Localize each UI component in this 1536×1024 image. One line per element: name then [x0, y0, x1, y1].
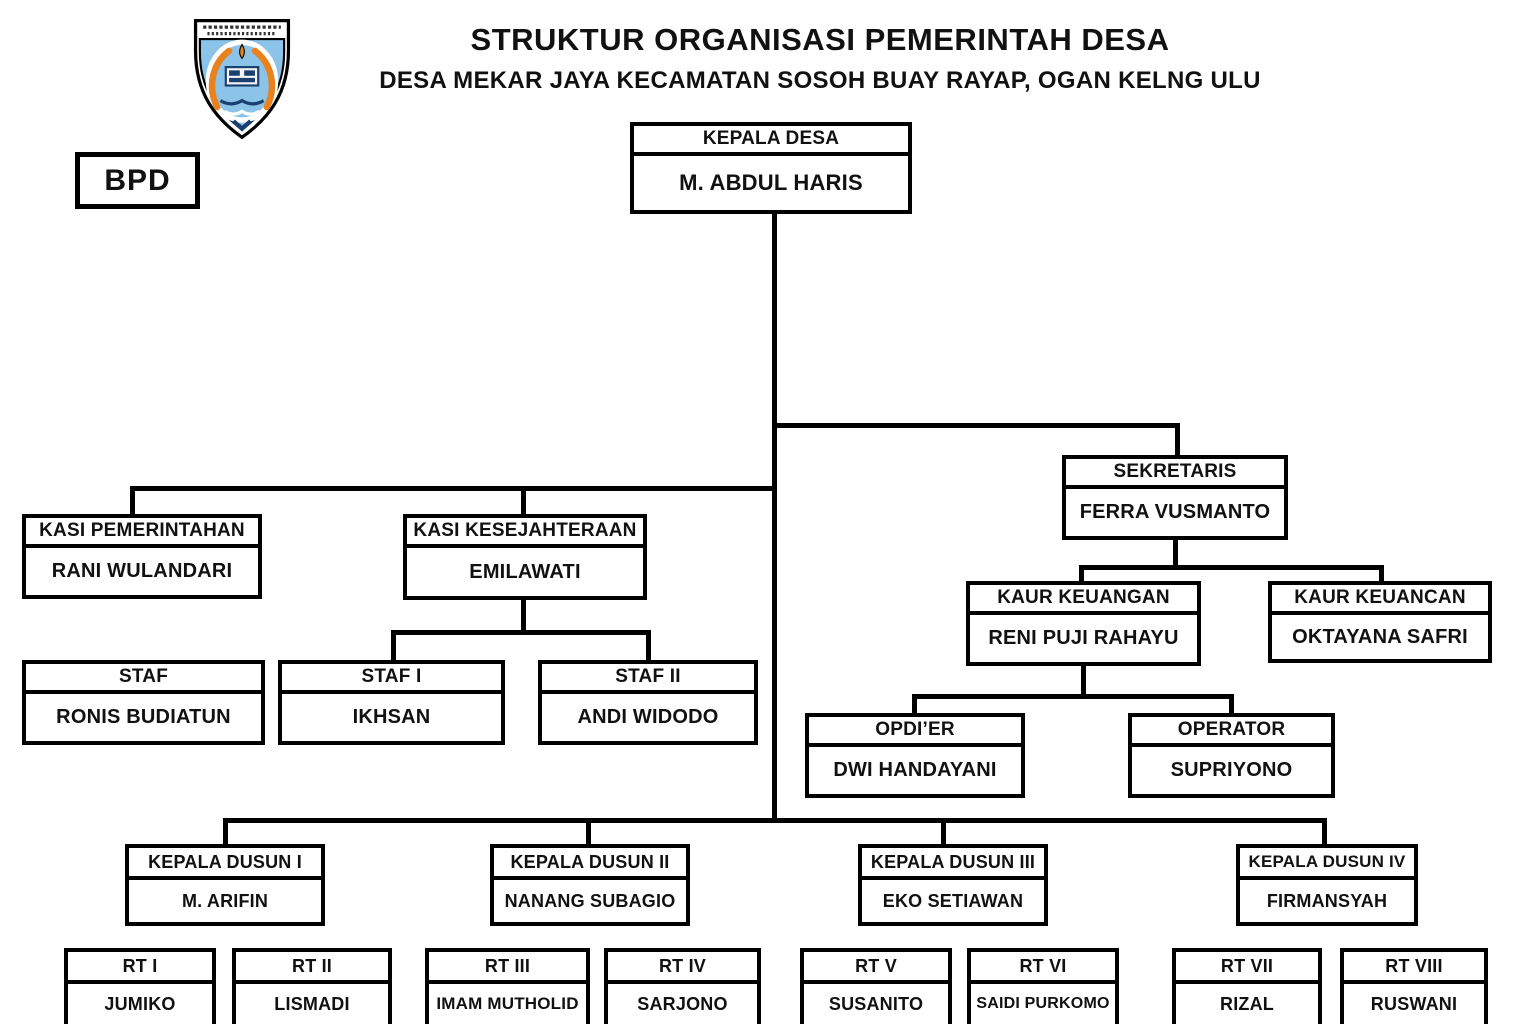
staf-2-title: STAF II [542, 664, 754, 694]
org-box-rt-3: RT III IMAM MUTHOLID [425, 948, 590, 1024]
kepala-desa-name: M. ABDUL HARIS [679, 170, 863, 195]
kepala-dusun-4-name: FIRMANSYAH [1266, 890, 1388, 911]
rt-1-name: JUMIKO [104, 993, 176, 1014]
connector-staf1-v [391, 630, 396, 662]
org-box-kaur-keuancan: KAUR KEUANCAN OKTAYANA SAFRI [1268, 581, 1492, 663]
rt-7-title: RT VII [1176, 952, 1318, 984]
connector-sekretaris-v [1175, 423, 1180, 457]
org-box-rt-1: RT I JUMIKO [64, 948, 216, 1024]
connector-reni-down [1081, 663, 1086, 699]
org-box-kepala-dusun-3: KEPALA DUSUN III EKO SETIAWAN [858, 844, 1048, 926]
connector-kasi-h [130, 486, 777, 491]
staf-1-name: IKHSAN [352, 706, 431, 728]
kaur-keuangan-name: RENI PUJI RAHAYU [988, 627, 1179, 649]
org-box-rt-7: RT VII RIZAL [1172, 948, 1322, 1024]
operator-title: OPERATOR [1132, 717, 1331, 747]
rt-1-title: RT I [68, 952, 212, 984]
org-box-rt-5: RT V SUSANITO [800, 948, 952, 1024]
connector-emilawati-v [521, 598, 526, 634]
org-box-rt-8: RT VIII RUSWANI [1340, 948, 1488, 1024]
kasi-pemerintahan-title: KASI PEMERINTAHAN [26, 518, 258, 548]
staf-2-name: ANDI WIDODO [577, 706, 719, 728]
connector-kaur-h [1079, 565, 1384, 570]
rt-2-title: RT II [236, 952, 388, 984]
kepala-dusun-1-title: KEPALA DUSUN I [129, 848, 321, 880]
rt-3-name: IMAM MUTHOLID [436, 994, 579, 1013]
org-box-kasi-kesejahteraan: KASI KESEJAHTERAAN EMILAWATI [403, 514, 647, 600]
rt-7-name: RIZAL [1220, 993, 1274, 1014]
connector-kasi-pemerintahan-v [130, 486, 135, 516]
page-subtitle: DESA MEKAR JAYA KECAMATAN SOSOH BUAY RAY… [379, 67, 1261, 94]
org-box-kepala-dusun-2: KEPALA DUSUN II NANANG SUBAGIO [490, 844, 690, 926]
opdier-name: DWI HANDAYANI [833, 759, 997, 781]
sekretaris-title: SEKRETARIS [1066, 459, 1284, 489]
connector-kasi-kesejahteraan-v [521, 486, 526, 516]
org-box-rt-2: RT II LISMADI [232, 948, 392, 1024]
org-box-staf-1: STAF I IKHSAN [278, 660, 505, 745]
connector-staf-h [391, 630, 651, 635]
regency-crest-icon [193, 19, 291, 140]
org-box-kaur-keuangan: KAUR KEUANGAN RENI PUJI RAHAYU [966, 581, 1201, 666]
connector-dusun1-v [223, 818, 228, 846]
kaur-keuancan-title: KAUR KEUANCAN [1272, 585, 1488, 615]
org-box-operator: OPERATOR SUPRIYONO [1128, 713, 1335, 798]
opdier-title: OPDI’ER [809, 717, 1021, 747]
connector-dusun2-v [586, 818, 591, 846]
connector-dusun3-v [941, 818, 946, 846]
kaur-keuangan-title: KAUR KEUANGAN [970, 585, 1197, 615]
kepala-dusun-3-title: KEPALA DUSUN III [862, 848, 1044, 880]
org-box-sekretaris: SEKRETARIS FERRA VUSMANTO [1062, 455, 1288, 540]
org-box-kepala-dusun-1: KEPALA DUSUN I M. ARIFIN [125, 844, 325, 926]
page-title: STRUKTUR ORGANISASI PEMERINTAH DESA [470, 22, 1170, 57]
rt-4-title: RT IV [608, 952, 757, 984]
kepala-dusun-2-name: NANANG SUBAGIO [504, 890, 676, 911]
kepala-dusun-1-name: M. ARIFIN [181, 890, 269, 911]
org-box-kepala-desa: KEPALA DESA M. ABDUL HARIS [630, 122, 912, 214]
rt-2-name: LISMADI [274, 993, 350, 1014]
kepala-dusun-4-title: KEPALA DUSUN IV [1240, 848, 1414, 880]
kasi-kesejahteraan-title: KASI KESEJAHTERAAN [407, 518, 643, 548]
org-box-kasi-pemerintahan: KASI PEMERINTAHAN RANI WULANDARI [22, 514, 262, 599]
sekretaris-name: FERRA VUSMANTO [1079, 501, 1271, 523]
operator-name: SUPRIYONO [1170, 759, 1293, 781]
connector-opdier-v [912, 694, 917, 715]
rt-4-name: SARJONO [637, 993, 728, 1014]
org-box-staf-2: STAF II ANDI WIDODO [538, 660, 758, 745]
connector-kaur-keuancan-v [1379, 565, 1384, 583]
org-box-bpd: BPD [75, 152, 200, 209]
rt-8-title: RT VIII [1344, 952, 1484, 984]
staf-name: RONIS BUDIATUN [56, 706, 231, 728]
connector-sekretaris-down [1173, 537, 1178, 569]
staf-1-title: STAF I [282, 664, 501, 694]
header: STRUKTUR ORGANISASI PEMERINTAH DESA DESA… [300, 22, 1340, 95]
org-box-opdier: OPDI’ER DWI HANDAYANI [805, 713, 1025, 798]
rt-3-title: RT III [429, 952, 586, 984]
rt-6-name: SAIDI PURKOMO [976, 995, 1110, 1012]
staf-title: STAF [26, 664, 261, 694]
rt-8-name: RUSWANI [1370, 993, 1458, 1014]
org-box-staf: STAF RONIS BUDIATUN [22, 660, 265, 745]
connector-sekretaris-h [772, 423, 1180, 428]
kepala-dusun-3-name: EKO SETIAWAN [882, 890, 1024, 911]
kepala-desa-title: KEPALA DESA [634, 126, 908, 156]
kasi-kesejahteraan-name: EMILAWATI [469, 560, 581, 583]
rt-5-title: RT V [804, 952, 948, 984]
connector-dusun4-v [1322, 818, 1327, 846]
kepala-dusun-2-title: KEPALA DUSUN II [494, 848, 686, 880]
connector-operator-v [1229, 694, 1234, 715]
org-box-rt-4: RT IV SARJONO [604, 948, 761, 1024]
rt-6-title: RT VI [971, 952, 1115, 984]
kasi-pemerintahan-name: RANI WULANDARI [51, 560, 233, 582]
connector-kaur-keuangan-v [1079, 565, 1084, 583]
org-box-rt-6: RT VI SAIDI PURKOMO [967, 948, 1119, 1024]
connector-staf2-v [646, 630, 651, 662]
connector-operator-h [912, 694, 1234, 699]
connector-trunk [772, 211, 777, 822]
kaur-keuancan-name: OKTAYANA SAFRI [1292, 625, 1468, 648]
connector-dusun-h [223, 818, 1327, 823]
bpd-label: BPD [104, 163, 171, 197]
rt-5-name: SUSANITO [828, 993, 924, 1014]
org-box-kepala-dusun-4: KEPALA DUSUN IV FIRMANSYAH [1236, 844, 1418, 926]
